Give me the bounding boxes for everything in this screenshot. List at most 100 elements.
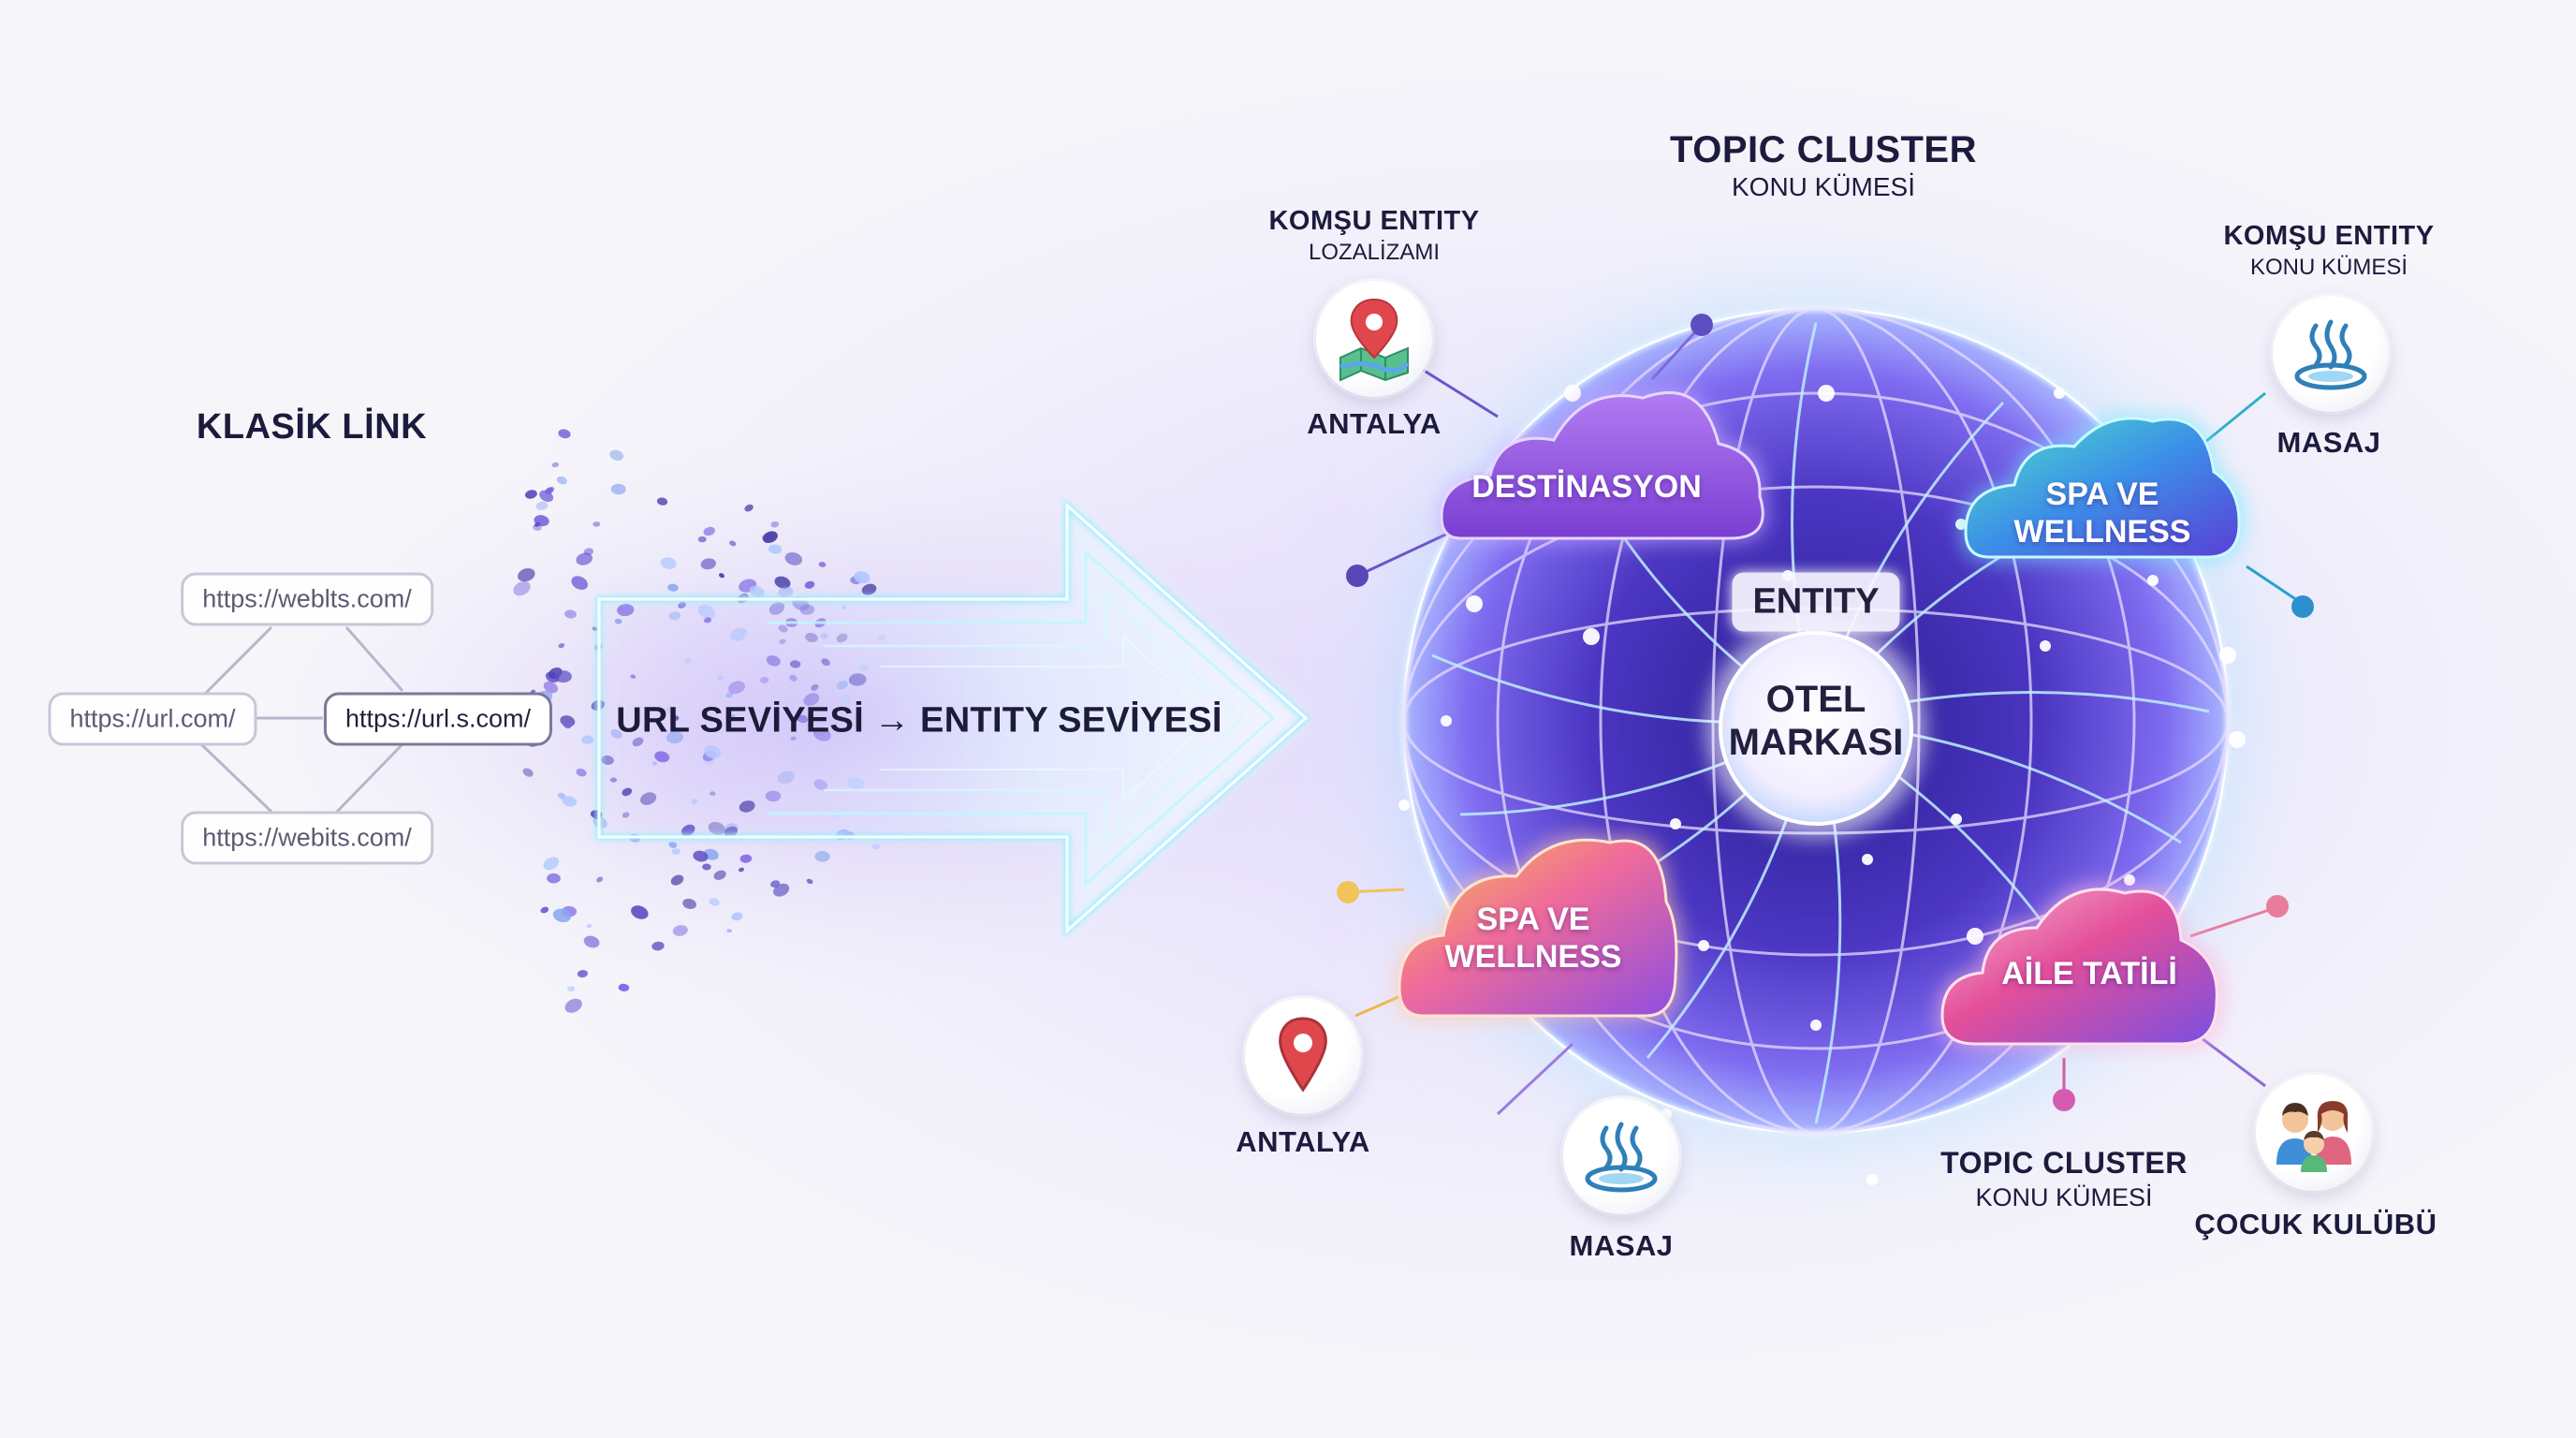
particle — [784, 551, 803, 565]
particle — [660, 557, 677, 569]
particle — [668, 842, 678, 848]
particle — [697, 536, 707, 543]
particle — [564, 609, 577, 619]
particle — [718, 573, 725, 579]
particle — [814, 850, 830, 862]
particle — [556, 476, 567, 485]
particle — [774, 576, 791, 589]
particle — [576, 768, 587, 777]
cloud-destinasyon — [1437, 387, 1768, 543]
particle — [631, 905, 649, 919]
sphere-glow-dot — [1967, 928, 1983, 945]
masaj-top-title: KOMŞU ENTITY — [2223, 221, 2435, 251]
particle — [571, 576, 588, 590]
particle — [749, 585, 765, 598]
particle — [762, 531, 778, 544]
particle — [768, 544, 783, 554]
url-pill-top[interactable]: https://weblts.com/ — [181, 572, 433, 626]
core-line-1: OTEL — [1765, 679, 1866, 720]
sphere-glow-dot — [1670, 818, 1681, 829]
masaj-bottom-label: MASAJ — [1569, 1229, 1674, 1262]
arrow-label: URL SEVİYESİ → ENTITY SEVİYESİ — [616, 700, 1222, 741]
particle — [547, 873, 561, 884]
sphere-glow-dot — [2040, 640, 2051, 652]
particle — [567, 986, 576, 992]
cloud-spa-top-line-2: WELLNESS — [2013, 514, 2191, 550]
sphere-glow-dot — [1583, 628, 1600, 645]
antalya-top-label: ANTALYA — [1307, 407, 1442, 440]
particle — [726, 929, 732, 933]
particle — [651, 941, 665, 951]
particle — [562, 796, 577, 807]
classic-link-title: KLASİK LİNK — [196, 407, 428, 447]
particle — [693, 850, 709, 862]
particle — [778, 586, 794, 598]
particle — [609, 449, 624, 461]
particle — [770, 521, 780, 528]
map-pin-icon[interactable] — [1316, 281, 1432, 397]
topic-cluster-title: TOPIC CLUSTER — [1669, 129, 1978, 170]
particle — [513, 580, 531, 596]
family-icon[interactable] — [2256, 1075, 2372, 1191]
particle — [583, 548, 594, 556]
particle — [543, 681, 559, 694]
particle — [671, 848, 681, 855]
particle — [583, 935, 600, 948]
cocuk-label: ÇOCUK KULÜBÜ — [2194, 1208, 2437, 1240]
url-pill-left[interactable]: https://url.com/ — [48, 692, 257, 746]
particle — [558, 429, 571, 439]
particle — [547, 486, 555, 493]
url-pill-right[interactable]: https://url.s.com/ — [323, 692, 553, 746]
particle — [709, 898, 720, 906]
node-connector-dots — [1337, 314, 2314, 1111]
transformation-arrow — [596, 499, 1310, 937]
particle — [618, 983, 630, 992]
particle — [518, 567, 535, 582]
particle — [554, 670, 572, 683]
masaj-top-subtitle: KONU KÜMESİ — [2249, 255, 2408, 280]
sphere-glow-dot — [1818, 385, 1835, 402]
particle — [563, 722, 572, 728]
particle — [551, 462, 560, 468]
particle — [535, 501, 549, 510]
particle — [731, 912, 743, 921]
sphere-glow-dot — [2054, 388, 2065, 399]
particle — [667, 583, 679, 592]
location-pin-icon[interactable] — [1245, 998, 1361, 1114]
particle — [524, 490, 537, 499]
sphere-glow-dot — [1951, 814, 1962, 825]
particle — [596, 876, 604, 883]
hot-spring-icon[interactable] — [2273, 296, 2389, 412]
particle — [581, 735, 594, 744]
cloud-spa-top-label: SPA VE WELLNESS — [2014, 476, 2191, 550]
bottom-cluster-title: TOPIC CLUSTER — [1940, 1146, 2188, 1180]
particle — [534, 521, 541, 527]
particle — [543, 857, 560, 871]
particle — [672, 925, 688, 936]
cloud-spa-bottom-line-1: SPA VE — [1476, 902, 1590, 937]
particle — [576, 552, 593, 565]
url-pill-bottom[interactable]: https://webits.com/ — [181, 811, 433, 865]
particle — [729, 540, 737, 547]
cloud-aile-label: AİLE TATİLİ — [2001, 956, 2177, 991]
sphere-glow-dot — [1466, 595, 1483, 612]
antalya-top-title: KOMŞU ENTITY — [1268, 206, 1480, 236]
sphere-glow-dot — [2147, 575, 2159, 586]
particle — [552, 908, 572, 923]
hot-spring-icon-bottom[interactable] — [1563, 1098, 1679, 1214]
sphere-glow-dot — [1866, 1174, 1878, 1185]
masaj-top-label: MASAJ — [2276, 426, 2381, 459]
entity-tag: ENTITY — [1732, 572, 1900, 632]
cloud-spa-bottom-line-2: WELLNESS — [1444, 939, 1622, 975]
particle — [773, 883, 790, 897]
sphere-glow-dot — [1698, 940, 1709, 951]
antalya-top-subtitle: LOZALİZAMI — [1308, 240, 1441, 265]
particle — [818, 562, 827, 567]
particle — [682, 898, 696, 909]
particle — [861, 583, 877, 595]
cloud-destinasyon-label: DESTİNASYON — [1471, 469, 1702, 505]
particle — [739, 854, 753, 863]
particle — [610, 483, 626, 495]
sphere-glow-dot — [2229, 731, 2246, 748]
particle — [656, 497, 668, 506]
